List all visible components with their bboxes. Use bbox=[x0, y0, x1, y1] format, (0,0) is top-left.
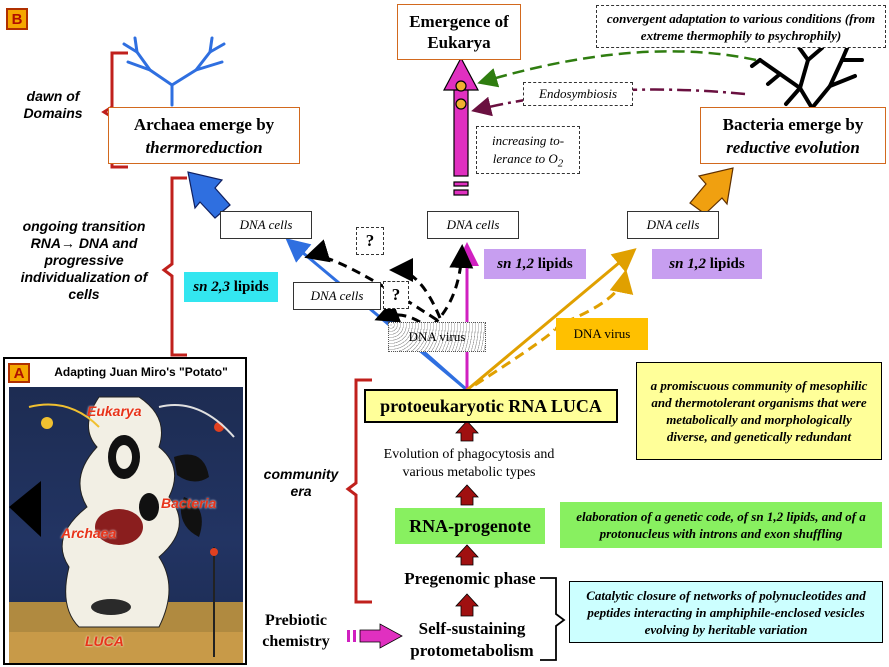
lipid-sn23-prefix: sn 2,3 bbox=[193, 278, 230, 295]
lipid-sn23-suffix: lipids bbox=[233, 278, 269, 295]
lipid-sn23-box: sn 2,3 lipids bbox=[184, 272, 278, 302]
prebiotic-chemistry-label: Prebiotic chemistry bbox=[262, 612, 330, 650]
panel-a-badge: A bbox=[8, 363, 30, 383]
self-sustaining-label: Self-sustaining protometabolism bbox=[410, 619, 534, 660]
lipid-sn12-prefix: sn 1,2 bbox=[497, 255, 534, 272]
lipid-sn12-b-prefix: sn 1,2 bbox=[669, 255, 706, 272]
dna-cells-archaea: DNA cells bbox=[220, 211, 312, 239]
community-note: a promiscuous community of mesophilic an… bbox=[636, 362, 882, 460]
endosymbiosis-label: Endosymbiosis bbox=[523, 82, 633, 106]
dna-cells-middle: DNA cells bbox=[293, 282, 381, 310]
lipid-sn12-bacteria-box: sn 1,2 lipids bbox=[652, 249, 762, 279]
oxygen-tolerance-note: increasing to- lerance to O2 bbox=[476, 126, 580, 174]
progenote-note-body: elaboration of a genetic code, of sn 1,2… bbox=[566, 508, 876, 542]
oxygen-line-1: increasing to- bbox=[491, 133, 565, 148]
archaea-tree-icon bbox=[122, 36, 226, 107]
question-mark-lower: ? bbox=[383, 281, 409, 309]
bacteria-line-1: Bacteria emerge by bbox=[722, 115, 864, 134]
painting-label-luca: LUCA bbox=[85, 633, 124, 649]
question-mark-upper: ? bbox=[356, 227, 384, 255]
dawn-of-domains-label: dawn of Domains bbox=[23, 88, 83, 121]
bacteria-box: Bacteria emerge by reductive evolution bbox=[700, 107, 886, 164]
rna-progenote-box: RNA-progenote bbox=[395, 508, 545, 544]
chain-arrows bbox=[455, 420, 479, 617]
bacteria-tree-icon bbox=[750, 44, 864, 110]
pregenomic-phase-label: Pregenomic phase bbox=[404, 569, 536, 588]
painting-label-archaea: Archaea bbox=[61, 525, 117, 541]
oxygen-line-2-text: lerance to O bbox=[492, 151, 558, 166]
phagocytosis-text: Evolution of phagocytosis and various me… bbox=[383, 447, 555, 480]
archaea-box: Archaea emerge by thermoreduction bbox=[108, 107, 300, 164]
painting-label-bacteria: Bacteria bbox=[161, 495, 217, 511]
progenote-note-pre: elaboration of a genetic code, of bbox=[576, 509, 752, 524]
bacteria-line-2: reductive evolution bbox=[726, 138, 860, 157]
ongoing-transition-label: ongoing transition RNA→ DNA and progress… bbox=[20, 218, 148, 302]
bacteria-fat-arrow bbox=[689, 167, 734, 215]
progenote-note: elaboration of a genetic code, of sn 1,2… bbox=[560, 502, 882, 548]
lipid-sn12-b-suffix: lipids bbox=[709, 255, 745, 272]
dna-virus-dotted-box: DNA virus bbox=[388, 322, 486, 352]
dna-virus-orange-box: DNA virus bbox=[556, 318, 648, 350]
eukarya-box: Emergence of Eukarya bbox=[397, 4, 521, 60]
panel-a-title: Adapting Juan Miro's "Potato" bbox=[54, 365, 228, 379]
era-brackets bbox=[101, 51, 372, 604]
eukarya-arrow bbox=[443, 56, 479, 196]
panel-a: A Adapting Juan Miro's "Potato" bbox=[3, 357, 247, 665]
convergent-adaptation-note: convergent adaptation to various conditi… bbox=[596, 5, 886, 48]
dna-cells-bacteria: DNA cells bbox=[627, 211, 719, 239]
lipid-sn12-suffix: lipids bbox=[537, 255, 573, 272]
oxygen-line-2: lerance to O2 bbox=[477, 150, 579, 173]
progenote-note-post: lipids, and of a protonucleus with intro… bbox=[599, 509, 866, 541]
painting-label-eukarya: Eukarya bbox=[87, 403, 142, 419]
luca-box: protoeukaryotic RNA LUCA bbox=[364, 389, 618, 423]
catalytic-bracket bbox=[540, 577, 566, 661]
miro-painting-art bbox=[9, 396, 243, 663]
dna-cells-eukarya: DNA cells bbox=[427, 211, 519, 239]
archaea-line-2: thermoreduction bbox=[145, 138, 263, 157]
archaea-fat-arrow bbox=[187, 171, 231, 219]
panel-b-badge: B bbox=[6, 8, 28, 30]
lipid-sn12-eukarya-box: sn 1,2 lipids bbox=[484, 249, 586, 279]
catalytic-note: Catalytic closure of networks of polynuc… bbox=[569, 581, 883, 643]
prebiotic-arrow bbox=[347, 623, 403, 649]
miro-painting: Eukarya Bacteria Archaea LUCA bbox=[9, 387, 243, 663]
community-era-label: community era bbox=[263, 466, 339, 499]
oxygen-subscript: 2 bbox=[557, 157, 564, 170]
progenote-note-sn: sn 1,2 bbox=[751, 509, 784, 524]
archaea-line-1: Archaea emerge by bbox=[133, 115, 275, 134]
